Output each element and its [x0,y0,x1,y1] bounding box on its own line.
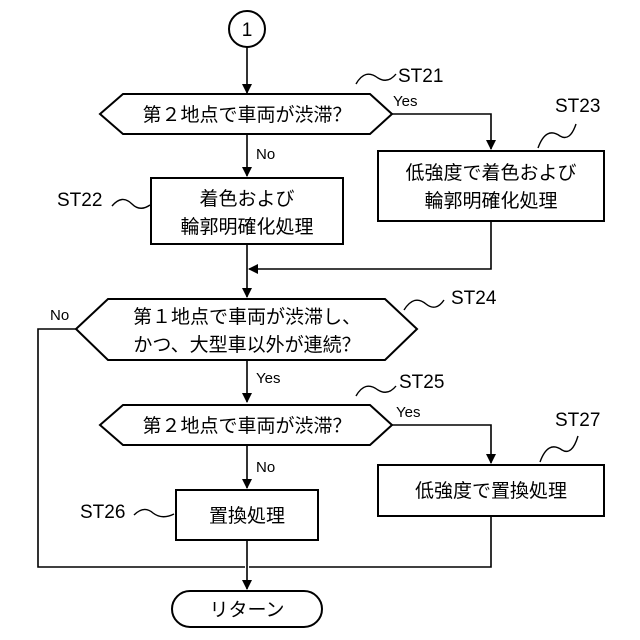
st26-label: ST26 [80,502,125,523]
st24-line1: 第１地点で車両が渋滞し、 [133,306,361,328]
st24-leader [404,300,444,310]
st21-text: 第２地点で車両が渋滞？ [142,104,351,126]
st25-label: ST25 [399,372,444,393]
st22-label: ST22 [57,190,102,211]
st27-leader [540,436,578,462]
st23-line2: 輪郭明確化処理 [424,190,557,212]
st22-line1: 着色および [199,188,294,210]
st21-yes: Yes [393,93,417,110]
terminal-return: リターン [172,591,322,627]
st25-leader [356,386,396,396]
st21-leader [356,74,396,84]
st26-text: 置換処理 [209,505,285,527]
st25-text: 第２地点で車両が渋滞？ [142,415,351,437]
decision-st25: 第２地点で車両が渋滞？ [100,405,392,445]
st23-leader [538,124,576,148]
connector-node: 1 [229,11,265,47]
st21-label: ST21 [398,66,443,87]
decision-st21: 第２地点で車両が渋滞？ [100,94,392,134]
decision-st24: 第１地点で車両が渋滞し、 かつ、大型車以外が連続？ [76,299,417,360]
st23-label: ST23 [555,96,600,117]
process-st23: 低強度で着色および 輪郭明確化処理 [378,151,604,221]
connector-label: 1 [242,20,253,41]
st27-label: ST27 [555,410,600,431]
terminal-label: リターン [209,599,284,621]
process-st27: 低強度で置換処理 [378,465,604,516]
st21-no: No [256,146,275,163]
arrow-st25-yes-to-st27 [392,425,491,463]
st24-label: ST24 [451,288,497,309]
st22-line2: 輪郭明確化処理 [180,216,313,238]
st23-line1: 低強度で着色および [405,162,576,184]
st26-leader [134,509,174,516]
st27-text: 低強度で置換処理 [415,480,567,502]
process-st22: 着色および 輪郭明確化処理 [151,178,343,244]
st24-line2: かつ、大型車以外が連続？ [133,334,360,356]
process-st26: 置換処理 [176,490,318,540]
st24-no: No [50,307,69,324]
st25-yes: Yes [396,404,420,421]
arrow-st21-yes-to-st23 [392,114,491,149]
st22-leader [112,199,150,208]
st25-no: No [256,459,275,476]
st24-yes: Yes [256,370,280,387]
